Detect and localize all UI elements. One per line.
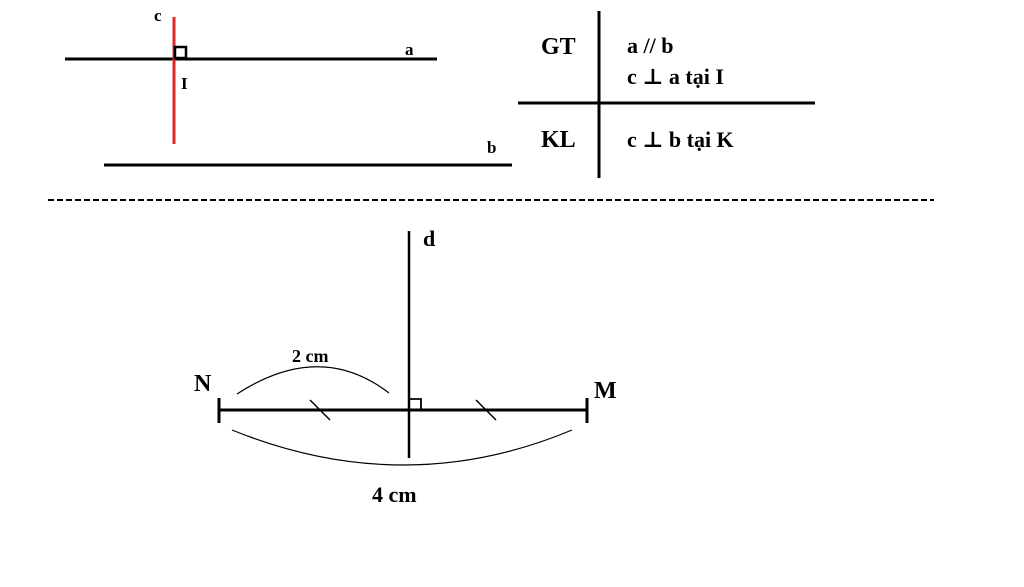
label-n: N — [194, 371, 212, 397]
label-half-length: 2 cm — [292, 346, 328, 366]
gt-line-1: a // b — [627, 33, 673, 58]
label-m: M — [594, 378, 617, 404]
label-a: a — [405, 40, 414, 59]
label-d: d — [423, 226, 435, 251]
right-angle-mark-midpoint — [409, 398, 422, 410]
label-i: I — [181, 74, 188, 93]
label-b: b — [487, 138, 496, 157]
kl-label: KL — [541, 127, 576, 153]
equal-mark-left — [309, 399, 331, 421]
gt-line-2: c ⊥ a tại I — [627, 64, 724, 89]
right-angle-mark-i — [173, 45, 188, 60]
arc-half-length — [236, 366, 390, 395]
arc-full-length — [231, 429, 573, 466]
kl-line-1: c ⊥ b tại K — [627, 127, 734, 152]
label-c: c — [154, 6, 162, 25]
label-full-length: 4 cm — [372, 482, 417, 507]
gt-label: GT — [541, 34, 576, 60]
equal-mark-right — [475, 399, 497, 421]
